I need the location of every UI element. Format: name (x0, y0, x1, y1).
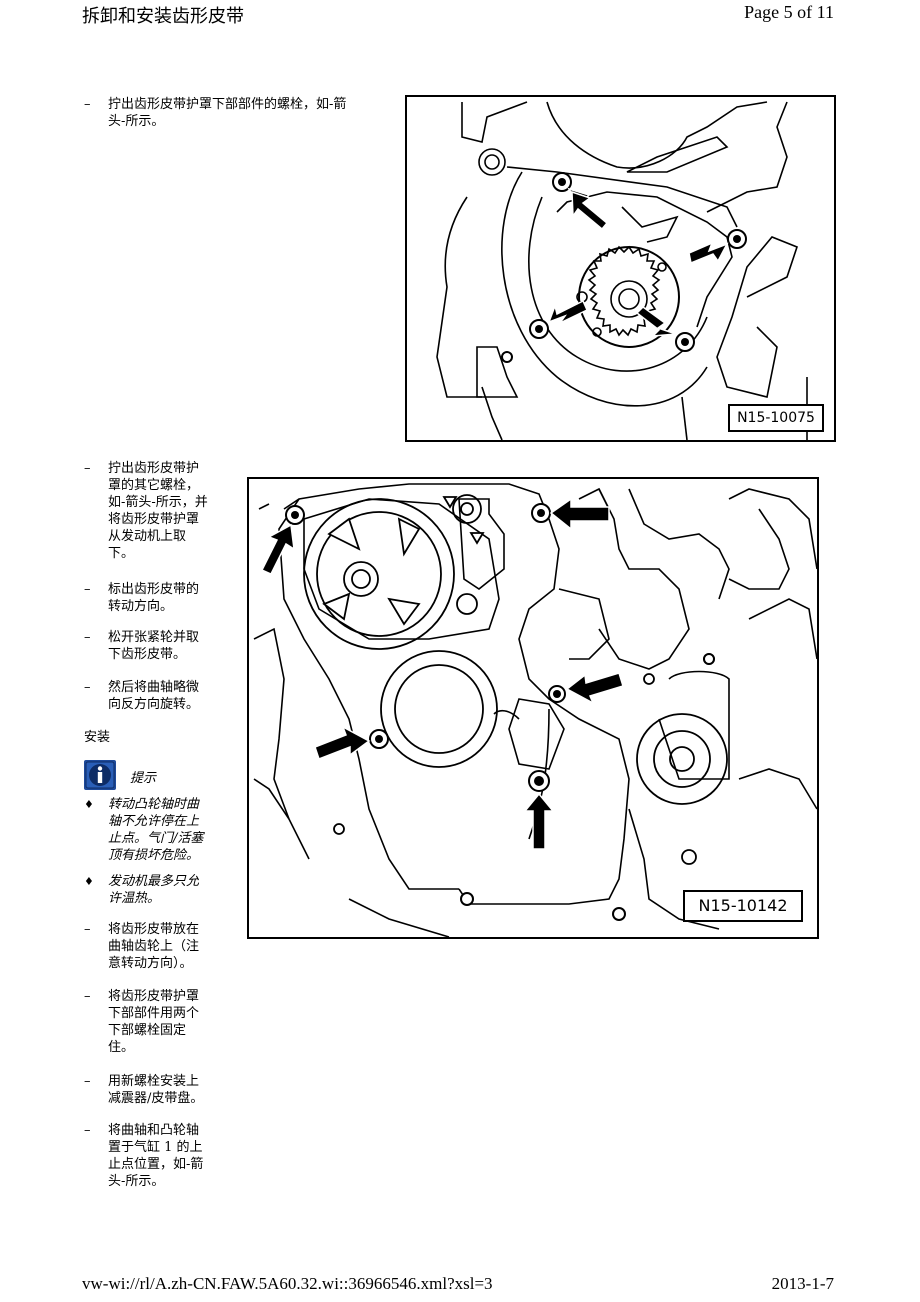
step-dash: – (84, 97, 91, 112)
step-dash: – (84, 680, 91, 695)
step-line: 标出齿形皮带的 (108, 582, 200, 597)
note-line: 止点。气门/活塞 (108, 831, 204, 846)
figure-label: N15-10075 (728, 404, 824, 432)
note-line: 发动机最多只允 (108, 874, 200, 889)
step-line: 然后将曲轴略微 (108, 680, 200, 695)
step-line: 向反方向旋转。 (108, 697, 200, 712)
step-line: 住。 (108, 1040, 135, 1055)
step-line: 将齿形皮带护罩 (108, 989, 200, 1004)
bullet-icon: ♦ (84, 798, 94, 811)
figure-label: N15-10142 (683, 890, 803, 922)
step-line: 置于气缸 1 的上 (108, 1140, 203, 1155)
step-dash: – (84, 630, 91, 645)
arrow-icons (547, 187, 729, 337)
footer-date: 2013-1-7 (771, 1274, 834, 1293)
step-line: 下。 (108, 546, 135, 561)
step-line: 拧出齿形皮带护 (108, 461, 200, 476)
step-dash: – (84, 461, 91, 476)
page-number: Page 5 of 11 (744, 2, 834, 22)
note-line: 轴不允许停在上 (108, 814, 200, 829)
note-line: 顶有损坏危险。 (108, 848, 200, 863)
arrow-icons (260, 497, 624, 850)
step-line: 罩的其它螺栓， (108, 478, 200, 493)
engine-timing-cover-drawing (253, 483, 817, 937)
step-line: 松开张紧轮并取 (108, 630, 200, 645)
step-dash: – (84, 1074, 91, 1089)
note-line: 转动凸轮轴时曲 (108, 797, 200, 812)
step-line: 减震器/皮带盘。 (108, 1091, 204, 1106)
bullet-icon: ♦ (84, 875, 94, 888)
step-line: 下部螺栓固定 (108, 1023, 187, 1038)
step-dash: – (84, 582, 91, 597)
page-header-title: 拆卸和安装齿形皮带 (82, 6, 244, 26)
install-section-title: 安装 (84, 730, 111, 745)
note-label: 提示 (130, 771, 157, 786)
step-line: 将曲轴和凸轮轴 (108, 1123, 200, 1138)
step-line: 拧出齿形皮带护罩下部部件的螺栓，如-箭 (108, 97, 347, 112)
note-line: 许温热。 (108, 891, 161, 906)
step-dash: – (84, 1123, 91, 1138)
figure-lower-cover-bolts: N15-10075 (405, 95, 836, 442)
step-line: 将齿形皮带放在 (108, 922, 200, 937)
step-line: 意转动方向）。 (108, 956, 193, 971)
step-line: 曲轴齿轮上（注 (108, 939, 200, 954)
step-line: 止点位置，如-箭 (108, 1157, 204, 1172)
step-dash: – (84, 989, 91, 1004)
step-line: 头-所示。 (108, 1174, 165, 1189)
info-icon (84, 760, 116, 790)
figure-upper-cover-bolts: N15-10142 (247, 477, 819, 939)
step-line: 从发动机上取 (108, 529, 187, 544)
step-line: 将齿形皮带护罩 (108, 512, 200, 527)
footer-url: vw-wi://rl/A.zh-CN.FAW.5A60.32.wi::36966… (82, 1274, 493, 1293)
step-line: 头-所示。 (108, 114, 165, 129)
step-line: 转动方向。 (108, 599, 174, 614)
step-dash: – (84, 922, 91, 937)
step-line: 下齿形皮带。 (108, 647, 187, 662)
step-line: 如-箭头-所示，并 (108, 495, 208, 510)
step-line: 用新螺栓安装上 (108, 1074, 200, 1089)
engine-lower-cover-drawing (436, 101, 808, 440)
step-line: 下部部件用两个 (108, 1006, 200, 1021)
